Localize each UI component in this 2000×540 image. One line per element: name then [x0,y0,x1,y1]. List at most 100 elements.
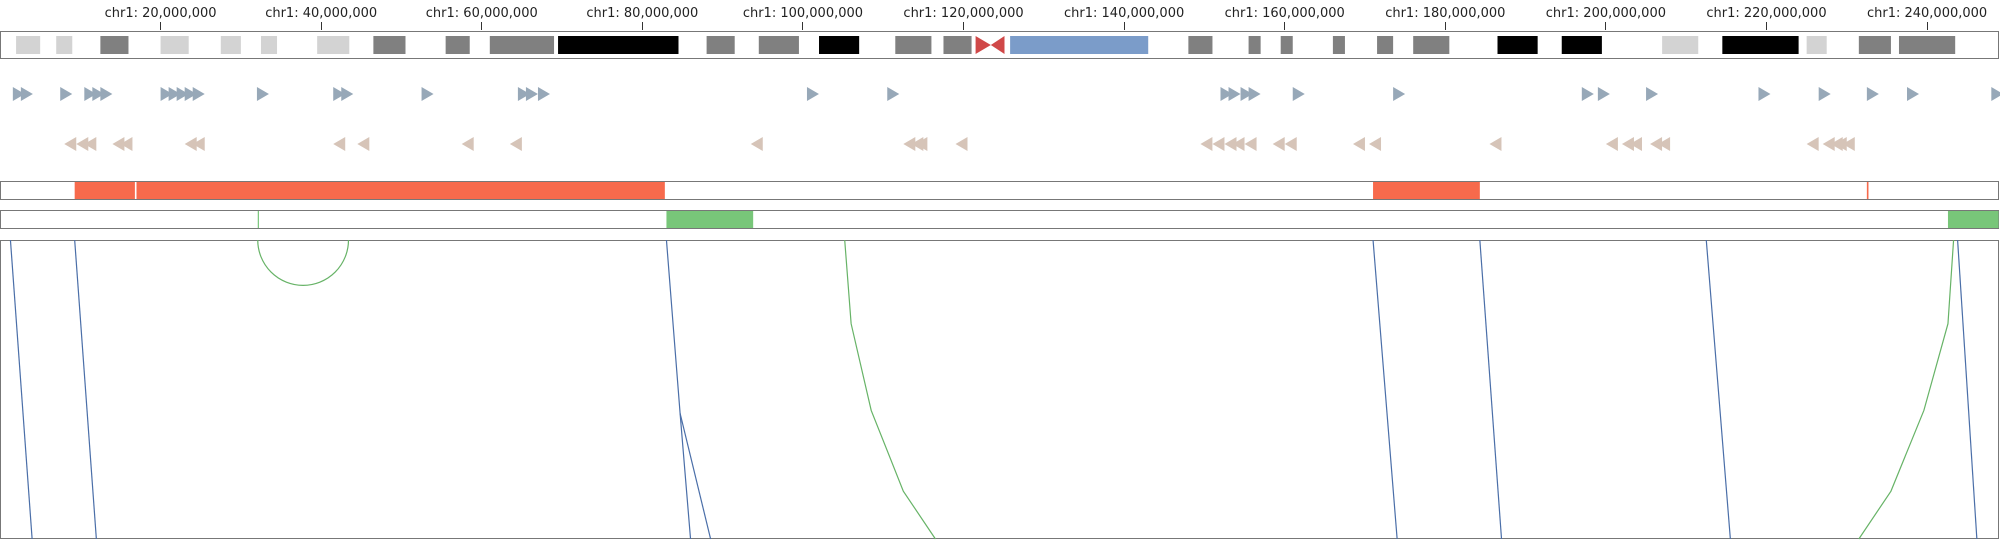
plus-strand-feature [84,87,97,101]
cytoband [1248,36,1261,54]
tick-label: chr1: 180,000,000 [1385,6,1506,21]
red-interval [1373,182,1480,199]
tick-label: chr1: 160,000,000 [1224,6,1345,21]
minus-strand-feature [192,137,205,151]
minus-strand-track [64,137,1855,151]
cytoband [1858,36,1891,54]
minus-strand-feature [1244,137,1257,151]
minus-strand-feature [1224,137,1237,151]
cytoband [1561,36,1602,54]
cytoband [943,36,972,54]
plus-strand-feature [12,87,25,101]
minus-strand-feature [333,137,346,151]
plus-strand-feature [1758,87,1771,101]
minus-strand-feature [1629,137,1642,151]
cytoband [220,36,241,54]
tick-mark [1926,22,1928,30]
cytoband [1413,36,1450,54]
cytoband [1497,36,1538,54]
plus-strand-feature [1292,87,1305,101]
plus-strand-feature [168,87,181,101]
tick-mark [963,22,965,30]
red-interval-track [0,181,1999,200]
red-interval [136,182,665,199]
tick-mark [1123,22,1125,30]
link-line [679,413,712,540]
tick-mark [320,22,322,30]
tick-mark [1605,22,1607,30]
minus-strand-feature [1834,137,1847,151]
cytoband [373,36,406,54]
minus-strand-feature [903,137,916,151]
link-track [0,239,1999,540]
plus-strand-track [12,87,2000,101]
plus-strand-feature [20,87,33,101]
link-line [1372,239,1398,540]
minus-strand-feature [112,137,125,151]
plus-strand-feature [517,87,530,101]
cytoband [819,36,860,54]
tick-mark [1444,22,1446,30]
plus-strand-feature [1991,87,2000,101]
cytoband [1662,36,1699,54]
centromere-q [990,36,1005,54]
minus-strand-feature [750,137,763,151]
centromere-p [975,36,991,54]
cytoband [1188,36,1213,54]
plus-strand-feature [1646,87,1659,101]
cytoband [100,36,129,54]
minus-strand-feature [1621,137,1634,151]
tick-label: chr1: 200,000,000 [1545,6,1666,21]
link-line [665,239,692,540]
minus-strand-feature [1489,137,1502,151]
cytoband [758,36,799,54]
plus-strand-feature [525,87,538,101]
green-interval-track [0,210,1999,229]
minus-strand-feature [461,137,474,151]
tick-mark [802,22,804,30]
minus-strand-feature [76,137,89,151]
tick-mark [641,22,643,30]
cytoband [317,36,350,54]
tick-label: chr1: 20,000,000 [104,6,217,21]
plus-strand-feature [256,87,269,101]
cytoband [1806,36,1827,54]
cytoband [445,36,470,54]
minus-strand-feature [1200,137,1213,151]
minus-strand-feature [1806,137,1819,151]
plus-strand-feature [176,87,189,101]
link-track-outline [0,240,1999,539]
plus-strand-feature [1228,87,1241,101]
cytoband [706,36,735,54]
plus-strand-feature [537,87,550,101]
plus-strand-feature [160,87,173,101]
link-line [1479,239,1503,540]
tick-label: chr1: 220,000,000 [1706,6,1827,21]
tick-mark [1284,22,1286,30]
minus-strand-feature [1822,137,1835,151]
plus-strand-feature [1581,87,1594,101]
cytoband [1898,36,1956,54]
minus-strand-feature [1352,137,1365,151]
plus-strand-feature [184,87,197,101]
cytoband [260,36,278,54]
arc-link [257,239,350,286]
link-line [9,239,33,540]
plus-strand-feature [192,87,205,101]
link-line [1858,239,1955,540]
plus-strand-feature [1866,87,1879,101]
minus-strand-feature [1272,137,1285,151]
cytoband [895,36,932,54]
tick-label: chr1: 80,000,000 [586,6,699,21]
minus-strand-feature [915,137,928,151]
plus-strand-feature [1597,87,1610,101]
link-line [844,239,936,540]
tick-mark [160,22,162,30]
plus-strand-feature [421,87,434,101]
cytoband [160,36,189,54]
green-interval [666,211,754,228]
plus-strand-feature [1393,87,1406,101]
red-interval [1866,182,1869,199]
